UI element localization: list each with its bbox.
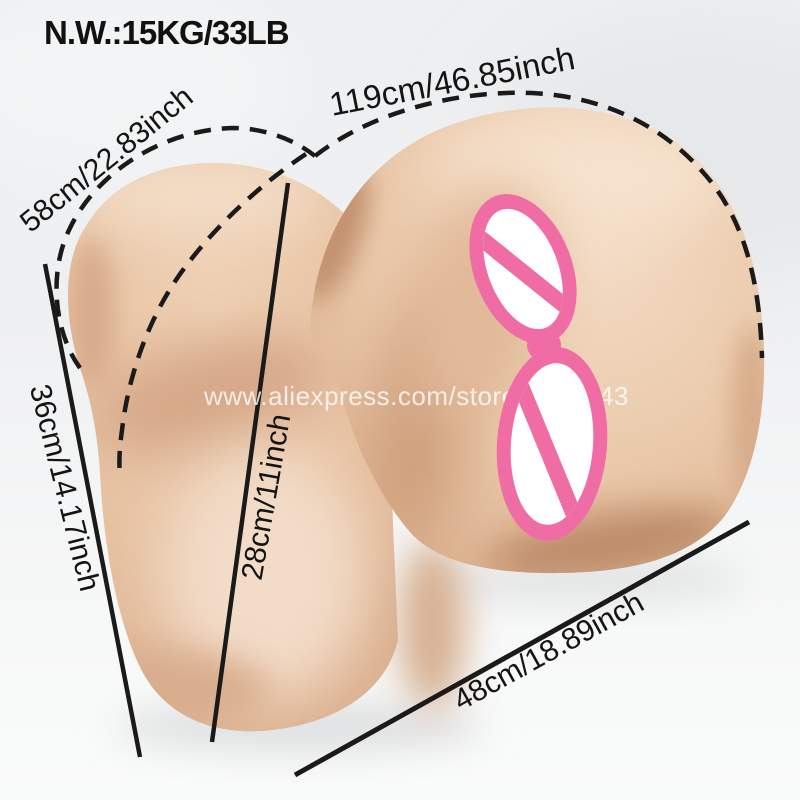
leg-junction-shadow: [398, 540, 466, 710]
left-shading: [67, 162, 365, 730]
measurement-lines: [42, 90, 765, 778]
line-28cm: [209, 182, 291, 743]
censor-top-slash: [472, 229, 576, 317]
dashed-arc-119cm: [313, 90, 765, 359]
net-weight-label: N.W.:15KG/33LB: [44, 14, 290, 51]
right-hip-shape: [310, 107, 765, 574]
censor-top-oval: [469, 194, 577, 361]
left-hip-shape: [67, 162, 398, 732]
censor-bottom-oval: [496, 347, 608, 541]
line-36cm: [42, 263, 143, 758]
line-48cm: [293, 519, 751, 778]
dashed-arc-58cm: [54, 125, 317, 370]
dashed-arc-center: [117, 152, 308, 479]
